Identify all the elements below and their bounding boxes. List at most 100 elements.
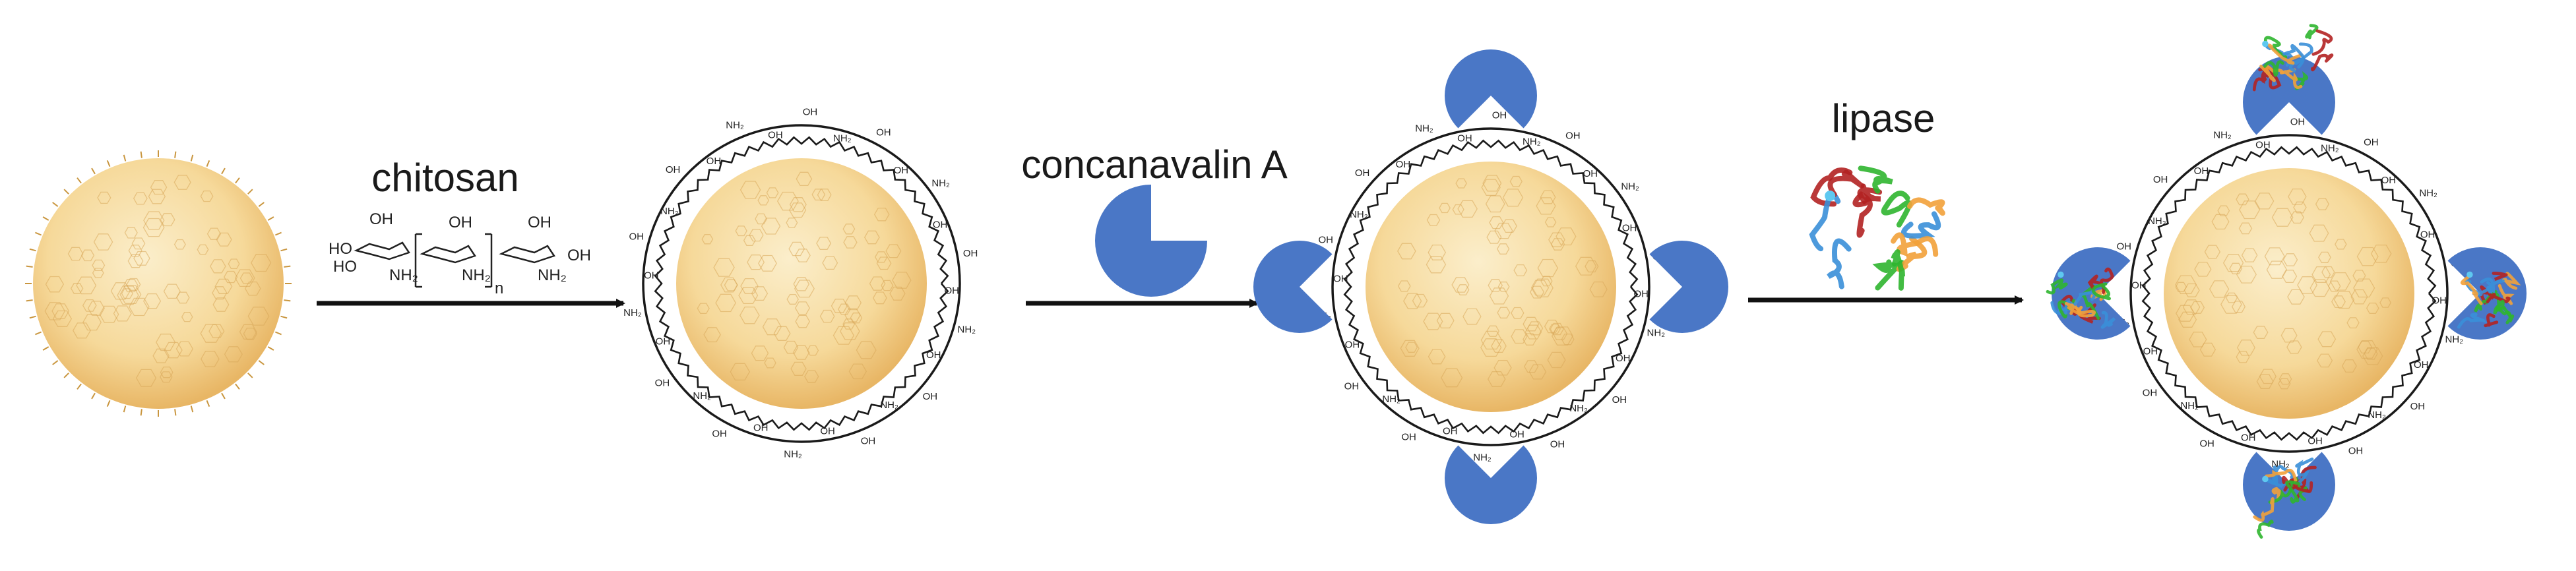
- bound-lipase: [2252, 24, 2334, 92]
- label-chitosan: chitosan: [371, 156, 518, 200]
- shell-group-label: OH: [768, 129, 783, 140]
- shell-group-label: NH₂: [2419, 187, 2437, 198]
- shell-group-label: OH: [1616, 353, 1631, 364]
- chitosan-nh2-3: NH₂: [538, 266, 567, 284]
- shell-group-label: OH: [1443, 425, 1458, 436]
- chitosan-nh2-2: NH₂: [462, 266, 491, 284]
- shell-group-label: OH: [1633, 288, 1649, 299]
- shell-group-label: OH: [2308, 435, 2323, 446]
- particle-texture: [697, 171, 912, 383]
- shell-group-label: NH₂: [1621, 181, 1639, 192]
- shell-group-label: OH: [1333, 274, 1348, 285]
- chitosan-formula: [354, 233, 555, 288]
- shell-group-label: NH₂: [1350, 209, 1368, 220]
- shell-group-label: OH: [1583, 168, 1598, 179]
- shell-group-label: OH: [753, 422, 769, 433]
- shell-group-label: OH: [2290, 116, 2306, 127]
- shell-group-label: NH₂: [2148, 216, 2166, 227]
- shell-group-label: OH: [2364, 137, 2379, 148]
- shell-group-label: OH: [707, 156, 722, 167]
- shell-group-label: OH: [2194, 165, 2209, 177]
- shell-group-label: NH₂: [1523, 136, 1541, 147]
- shell-group-label: OH: [712, 428, 727, 439]
- concanavalin-set: [2046, 24, 2527, 539]
- chitosan-oh-1: OH: [369, 210, 393, 228]
- shell-group-label: OH: [1396, 159, 1411, 170]
- chitosan-oh-2: OH: [449, 214, 472, 231]
- shell-group-label: NH₂: [2180, 400, 2199, 411]
- shell-group-label: OH: [2116, 241, 2131, 252]
- shell-group-label: OH: [2432, 295, 2447, 306]
- particle-texture: [2175, 188, 2392, 390]
- arrow-step-chitosan: chitosan OH HO HO NH₂ OH NH₂ n OH OH NH₂: [317, 156, 625, 308]
- bound-lipase: [2457, 271, 2521, 329]
- shell-group-label: NH₂: [660, 206, 679, 217]
- shell-group-label: OH: [820, 425, 835, 436]
- shell-group-label: NH₂: [784, 449, 802, 460]
- shell-group-label: OH: [2241, 432, 2256, 443]
- particle-texture: [44, 175, 272, 387]
- shell-group-label: OH: [2414, 359, 2429, 371]
- lipase-particle: OH NH₂ OH OH NH₂ OH OH NH₂ OH OH NH₂ OH OH NH₂ OH OH NH₂…: [2046, 24, 2527, 539]
- shell-group-label: OH: [2143, 388, 2158, 399]
- chitosan-repeat-n: n: [495, 280, 503, 297]
- bare-particle: [25, 150, 292, 417]
- label-lipase: lipase: [1832, 96, 1935, 140]
- shell-group-label: OH: [1345, 339, 1360, 350]
- shell-group-label: OH: [2348, 446, 2364, 457]
- shell-group-label: OH: [926, 349, 941, 361]
- concanavalin-particle: OH NH₂ OH OH NH₂ OH OH NH₂ OH OH NH₂ OH OH NH₂ OH OH NH₂…: [1253, 49, 1728, 524]
- bound-lipase: [2253, 457, 2317, 539]
- lipase-protein: [1809, 165, 1945, 291]
- shell-group-label: OH: [1622, 222, 1637, 233]
- shell-group-label: OH: [1457, 133, 1472, 144]
- chitosan-oh-3: OH: [528, 214, 551, 231]
- shell-group-label: OH: [1509, 429, 1524, 440]
- shell-group-label: OH: [2131, 280, 2147, 291]
- shell-group-label: OH: [1401, 431, 1416, 442]
- shell-group-label: NH₂: [2368, 409, 2386, 421]
- shell-group-label: OH: [2153, 174, 2168, 185]
- shell-group-label: NH₂: [958, 324, 976, 335]
- chitosan-ho-2: HO: [333, 258, 357, 276]
- shell-group-label: NH₂: [2213, 129, 2232, 140]
- shell-group-label: OH: [861, 436, 876, 447]
- shell-group-label: OH: [933, 219, 948, 230]
- shell-group-label: NH₂: [931, 177, 950, 189]
- shell-group-label: OH: [1612, 394, 1627, 406]
- shell-group-label: OH: [1492, 109, 1507, 121]
- shell-group-label: OH: [629, 231, 644, 242]
- shell-group-label: NH₂: [1569, 403, 1588, 414]
- shell-group-label: OH: [944, 285, 959, 296]
- label-concanavalin: concanavalin A: [1021, 142, 1288, 187]
- shell-group-label: NH₂: [693, 390, 711, 402]
- shell-group-label: NH₂: [1382, 394, 1400, 405]
- shell-group-label: OH: [666, 164, 681, 175]
- shell-group-label: NH₂: [2445, 334, 2464, 345]
- shell-group-label: OH: [876, 127, 891, 138]
- shell-group-label: OH: [2410, 401, 2426, 412]
- shell-group-label: OH: [1344, 381, 1359, 392]
- shell-group-label: NH₂: [2321, 142, 2339, 154]
- shell-group-label: OH: [2199, 438, 2215, 449]
- chitosan-oh-4: OH: [567, 247, 591, 264]
- chitosan-shell: OH NH₂ OH OH NH₂ OH OH NH₂ OH OH NH₂ OH OH NH₂ OH OH NH₂…: [2111, 116, 2465, 469]
- shell-group-label: OH: [644, 270, 659, 282]
- shell-group-label: OH: [1565, 131, 1581, 142]
- shell-group-label: NH₂: [833, 133, 852, 144]
- shell-group-label: OH: [655, 378, 670, 389]
- shell-group-label: NH₂: [1647, 327, 1666, 338]
- shell-group-label: OH: [963, 248, 978, 259]
- shell-group-label: OH: [2381, 175, 2397, 186]
- concanavalin-wedge: [1649, 241, 1728, 333]
- shell-group-label: OH: [656, 336, 671, 347]
- shell-group-label: NH₂: [1473, 452, 1492, 464]
- concanavalin-set: [1253, 49, 1728, 524]
- chitosan-ho-1: HO: [329, 240, 352, 258]
- particle-texture: [1397, 175, 1608, 388]
- shell-group-label: OH: [803, 106, 818, 117]
- shell-group-label: OH: [2420, 229, 2435, 240]
- arrow-step-lipase: lipase: [1748, 96, 2024, 305]
- bound-lipase: [2046, 267, 2116, 329]
